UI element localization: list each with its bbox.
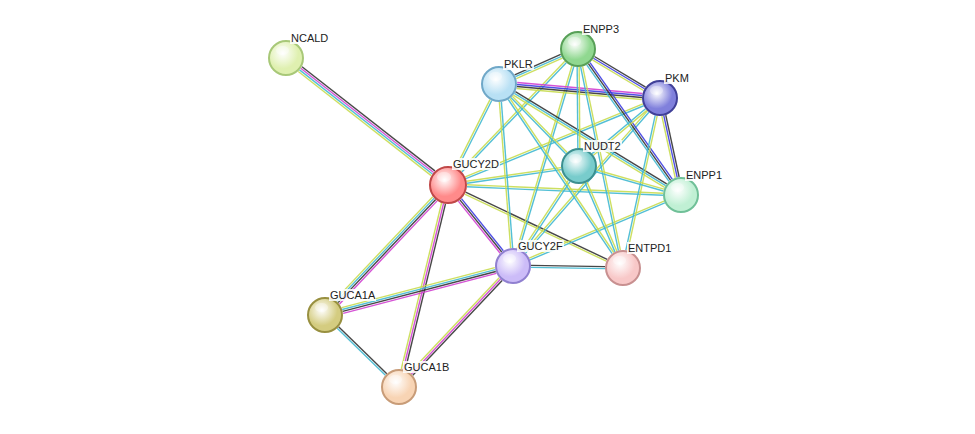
node-label: NCALD — [290, 32, 329, 44]
protein-node: GUCA1B — [381, 369, 417, 405]
node-highlight — [568, 37, 581, 47]
interaction-edge — [499, 102, 512, 248]
evidence-strand — [531, 265, 605, 266]
evidence-strand — [501, 102, 512, 248]
evidence-strand — [576, 67, 578, 148]
protein-node: NUDT2 — [561, 148, 597, 184]
evidence-strand — [662, 116, 675, 178]
interaction-edge — [337, 327, 387, 375]
node-label: GUCY2F — [517, 240, 564, 252]
evidence-strand — [411, 279, 500, 374]
interaction-edge — [460, 61, 566, 172]
protein-node: GUCY2F — [495, 248, 531, 284]
protein-node: ENTPD1 — [605, 250, 641, 286]
evidence-strand — [508, 99, 612, 253]
evidence-strand — [465, 194, 607, 261]
evidence-strand — [342, 268, 495, 308]
evidence-strand — [410, 278, 499, 373]
evidence-strand — [587, 182, 617, 251]
node-label: PKM — [664, 72, 690, 84]
node-highlight — [489, 72, 502, 82]
node-highlight — [613, 256, 626, 266]
interaction-edge — [662, 115, 679, 178]
node-label: GUCA1A — [329, 289, 376, 301]
evidence-strand — [337, 198, 435, 301]
interaction-edge — [465, 192, 607, 261]
evidence-strand — [401, 203, 441, 369]
evidence-strand — [335, 197, 433, 300]
node-highlight — [276, 46, 289, 56]
interaction-edge — [335, 197, 437, 304]
evidence-strand — [510, 98, 614, 252]
evidence-strand — [466, 192, 608, 259]
node-label: NUDT2 — [583, 140, 622, 152]
node-highlight — [671, 183, 684, 193]
evidence-strand — [592, 60, 643, 91]
protein-node: ENPP1 — [663, 177, 699, 213]
node-highlight — [389, 375, 402, 385]
protein-node: NCALD — [268, 40, 304, 76]
node-highlight — [315, 303, 328, 313]
evidence-strand — [298, 71, 431, 175]
protein-node: GUCA1A — [307, 297, 343, 333]
evidence-strand — [300, 70, 433, 174]
protein-node: PKLR — [481, 66, 517, 102]
interaction-edge — [577, 67, 580, 148]
evidence-strand — [467, 170, 561, 184]
evidence-strand — [301, 68, 434, 172]
evidence-strand — [339, 327, 387, 374]
evidence-strand — [458, 201, 500, 253]
node-label: ENTPD1 — [627, 242, 672, 254]
evidence-strand — [585, 183, 615, 252]
evidence-strand — [664, 116, 677, 178]
evidence-strand — [460, 200, 502, 252]
interaction-edge — [585, 182, 617, 252]
evidence-strand — [597, 170, 664, 189]
node-label: GUCY2D — [452, 158, 500, 170]
interaction-edge — [531, 265, 605, 268]
evidence-strand — [337, 328, 385, 375]
protein-node: ENPP3 — [560, 31, 596, 67]
interaction-edge — [298, 67, 435, 176]
evidence-strand — [460, 61, 564, 170]
evidence-strand — [531, 267, 605, 268]
protein-node: PKM — [642, 80, 678, 116]
node-label: ENPP3 — [582, 23, 620, 35]
protein-node: GUCY2D — [429, 166, 467, 204]
node-highlight — [503, 254, 516, 264]
interaction-edge — [508, 98, 614, 253]
evidence-strand — [596, 172, 663, 191]
node-highlight — [569, 154, 582, 164]
node-label: GUCA1B — [403, 361, 450, 373]
evidence-strand — [578, 67, 580, 148]
node-highlight — [437, 172, 451, 182]
node-label: ENPP1 — [685, 169, 723, 181]
node-highlight — [650, 86, 663, 96]
interaction-edge — [596, 170, 664, 191]
node-label: PKLR — [503, 58, 534, 70]
evidence-strand — [512, 96, 567, 152]
evidence-strand — [302, 67, 435, 171]
evidence-strand — [499, 102, 510, 248]
